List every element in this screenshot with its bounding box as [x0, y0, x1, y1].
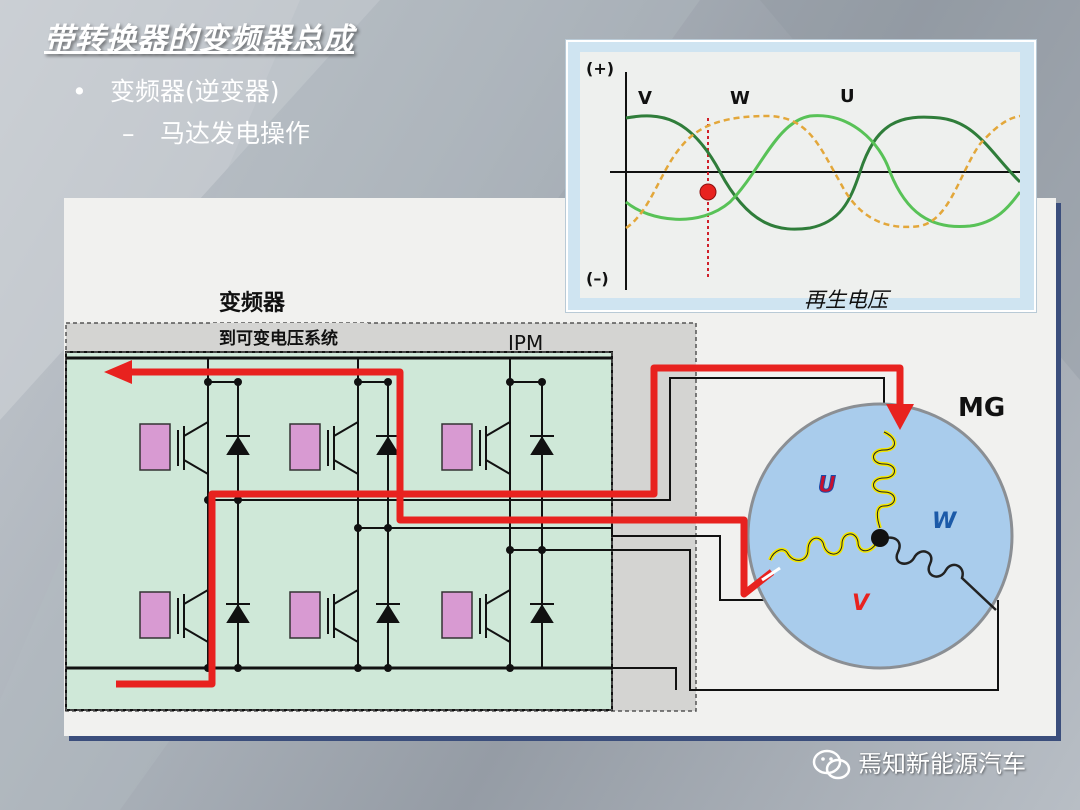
- bullet-level-2-text: 马达发电操作: [160, 119, 311, 148]
- bullet-marker: •: [72, 77, 87, 106]
- waveform-inset: (+) (–) V W U 再生电压: [566, 40, 1036, 312]
- bullet-level-1-text: 变频器(逆变器): [110, 77, 280, 106]
- waveform-caption: 再生电压: [804, 288, 888, 312]
- ipm-label: IPM: [508, 331, 543, 355]
- stator-coils: [768, 430, 997, 611]
- bullet-level-1: • 变频器(逆变器): [72, 72, 280, 108]
- igbt-u-upper: [139, 423, 171, 471]
- current-arrow-down: [886, 404, 914, 430]
- inverter-label: 变频器: [219, 290, 286, 316]
- waveform-svg: (+) (–) V W U: [586, 59, 1022, 290]
- coil-w: [881, 536, 997, 611]
- plus-label: (+): [586, 59, 614, 78]
- igbt-u-lower: [139, 591, 171, 639]
- coil-v-label: V: [852, 591, 871, 616]
- bullet-level-2: –马达发电操作: [122, 114, 310, 150]
- igbt-w-lower: [441, 591, 473, 639]
- output-wires: [238, 377, 999, 691]
- mg-label: MG: [958, 393, 1005, 423]
- current-path: [116, 364, 904, 688]
- igbt-gate-symbols: [177, 421, 511, 643]
- igbt-v-upper: [289, 423, 321, 471]
- igbt-w-upper: [441, 423, 473, 471]
- diodes: [226, 435, 554, 623]
- wave-v-dark: [625, 114, 1022, 231]
- minus-label: (–): [586, 269, 609, 288]
- sample-point: [699, 183, 717, 201]
- phase-v-label: V: [638, 88, 652, 109]
- bus-wires: [66, 356, 612, 670]
- wechat-icon: [812, 749, 851, 780]
- coil-u-label: U: [818, 473, 836, 498]
- waveform-plot-area: (+) (–) V W U: [580, 52, 1022, 298]
- current-arrow-left: [104, 360, 132, 384]
- dash-marker: –: [122, 119, 135, 148]
- coil-neutral-point: [871, 529, 889, 547]
- to-system-label: 到可变电压系统: [219, 328, 338, 349]
- wave-u-light: [625, 114, 1022, 229]
- phase-w-label: W: [730, 88, 750, 109]
- coil-w-label: W: [932, 509, 958, 534]
- wave-w-dashed: [625, 114, 1021, 230]
- igbt-switches: [139, 423, 473, 639]
- igbt-v-lower: [289, 591, 321, 639]
- watermark-text: 焉知新能源汽车: [858, 750, 1026, 778]
- slide-title: 带转换器的变频器总成: [44, 22, 354, 57]
- ipm-module: [65, 351, 613, 711]
- phase-u-label: U: [840, 86, 855, 107]
